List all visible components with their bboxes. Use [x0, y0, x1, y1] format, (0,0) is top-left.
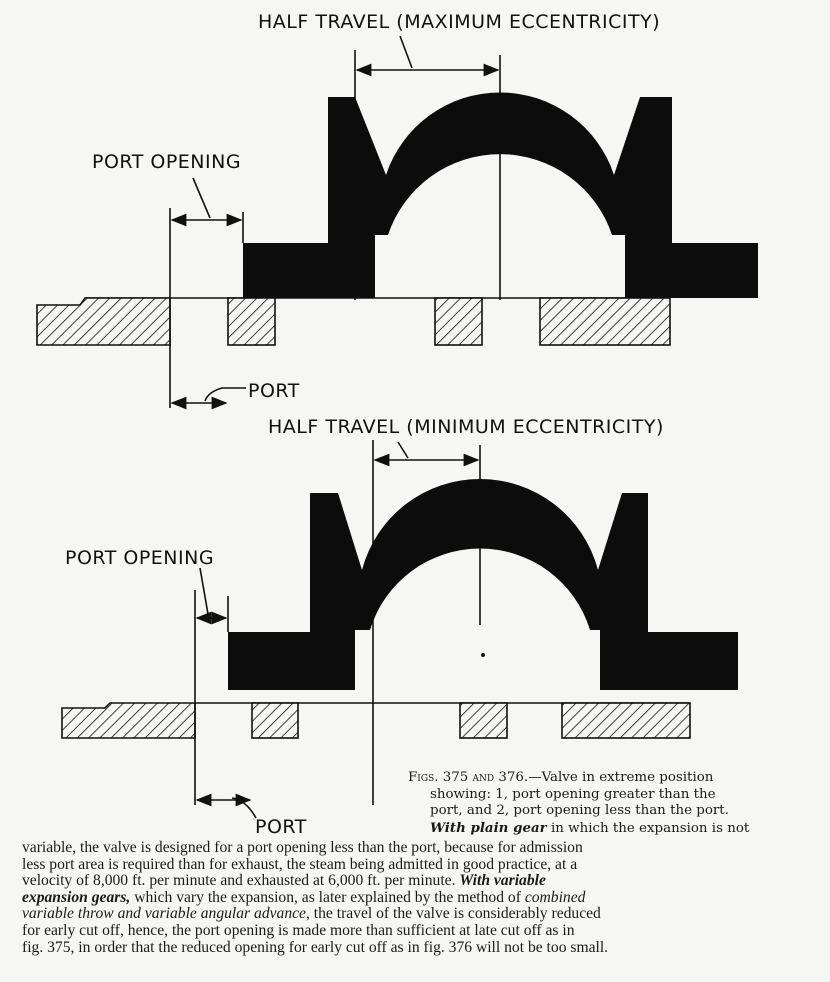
figure-376: HALF TRAVEL (MINIMUM ECCENTRICITY) PORT … — [61, 416, 738, 838]
fig376-port-label: PORT — [255, 816, 307, 838]
fig376-seat-block — [561, 702, 691, 739]
fig376-valve — [228, 478, 738, 690]
body-line: which vary the expansion, as later expla… — [130, 888, 525, 906]
fig375-seat-block — [227, 297, 276, 346]
body-bold-phrase: With variable — [459, 872, 546, 890]
body-line: for early cut off, hence, the port openi… — [22, 921, 575, 939]
fig376-port-opening-label: PORT OPENING — [65, 547, 214, 569]
fig375-seat-block — [36, 297, 171, 346]
body-line: less port area is required than for exha… — [22, 855, 578, 873]
caption-line: port, and 2, port opening less than the … — [430, 803, 729, 818]
caption-fig-label: Figs. 375 and 376. — [408, 770, 529, 785]
fig375-port-label: PORT — [248, 380, 300, 402]
valve-diagram: HALF TRAVEL (MAXIMUM ECCENTRICITY) PORT … — [36, 11, 758, 838]
body-italic-phrase: variable throw and variable angular adva… — [22, 905, 306, 923]
body-line: variable, the valve is designed for a po… — [22, 839, 583, 856]
body-line: , the travel of the valve is considerabl… — [305, 905, 601, 923]
fig376-seat-block — [61, 702, 196, 739]
caption-bold-phrase: With plain gear — [430, 819, 547, 836]
caption-line: —Valve in extreme position — [528, 770, 714, 785]
fig375-port-opening-label: PORT OPENING — [92, 151, 241, 173]
figure-375: HALF TRAVEL (MAXIMUM ECCENTRICITY) PORT … — [36, 11, 758, 410]
fig376-seat-block — [251, 702, 299, 739]
body-line: fig. 375, in order that the reduced open… — [22, 938, 609, 956]
fig375-seat-block — [434, 297, 483, 346]
body-bold-phrase: expansion gears, — [22, 888, 131, 906]
figure-caption: Figs. 375 and 376.—Valve in extreme posi… — [408, 770, 808, 837]
fig375-title: HALF TRAVEL (MAXIMUM ECCENTRICITY) — [258, 11, 660, 33]
caption-line: in which the expansion is not — [546, 820, 750, 836]
fig375-leader — [399, 35, 413, 69]
body-paragraph: variable, the valve is designed for a po… — [22, 839, 812, 956]
fig375-valve — [243, 92, 758, 298]
fig376-title: HALF TRAVEL (MINIMUM ECCENTRICITY) — [268, 416, 664, 438]
caption-line: showing: 1, port opening greater than th… — [430, 786, 716, 802]
fig375-seat-block — [539, 297, 671, 346]
body-italic-phrase: combined — [524, 888, 586, 906]
body-line: velocity of 8,000 ft. per minute and exh… — [22, 872, 460, 890]
fig376-seat-block — [459, 702, 508, 739]
